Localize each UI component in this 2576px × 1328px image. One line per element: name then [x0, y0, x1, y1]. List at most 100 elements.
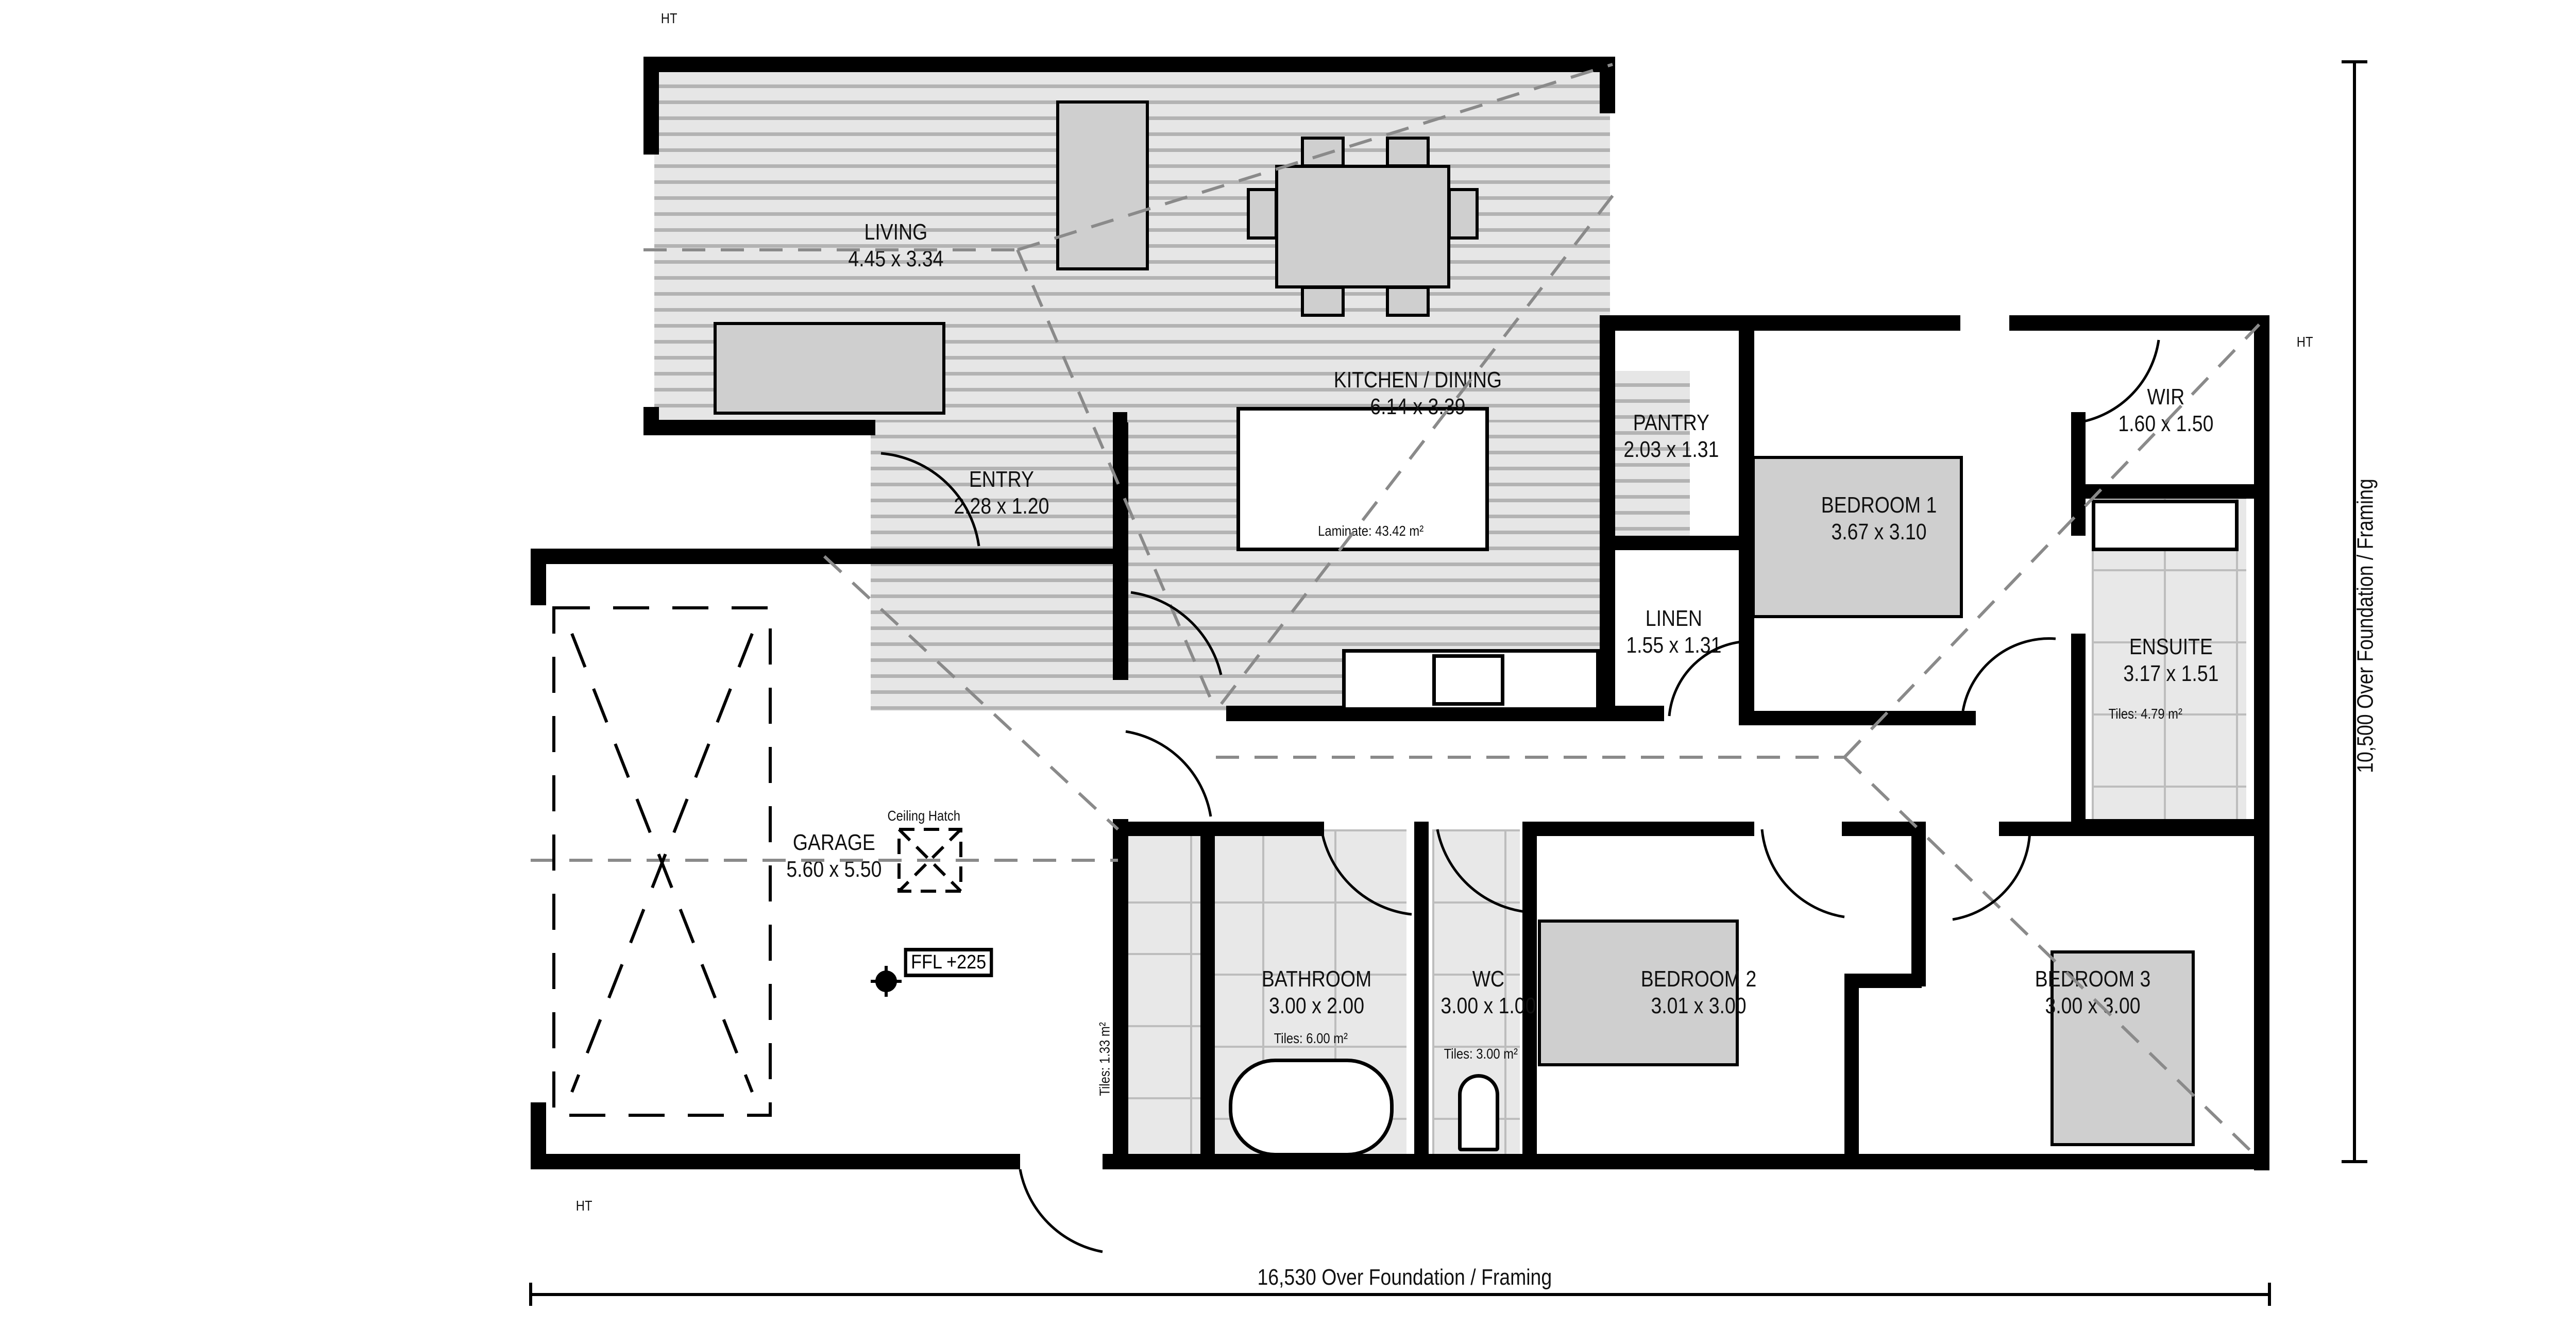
- room-size: 6.14 x 3.39: [1370, 394, 1466, 419]
- wall-bed2-bed3-divider: [1844, 974, 1859, 1169]
- bed-bedroom1: [1752, 456, 1963, 618]
- wall-living-left: [643, 57, 659, 155]
- bathroom-floor-note: Tiles: 6.00 m²: [1274, 1030, 1348, 1046]
- room-linen: LINEN 1.55 x 1.31: [1626, 605, 1721, 659]
- wall-bed1-bottom: [1739, 711, 1976, 725]
- toilet: [1458, 1074, 1499, 1151]
- cooktop: [1432, 654, 1504, 706]
- room-name: BEDROOM 1: [1821, 492, 1937, 518]
- dining-chair: [1386, 286, 1430, 317]
- dimension-line-horizontal: [531, 1293, 2269, 1296]
- ensuite-floor-note: Tiles: 4.79 m²: [2108, 706, 2182, 722]
- room-name: ENSUITE: [2129, 634, 2213, 659]
- room-pantry: PANTRY 2.03 x 1.31: [1623, 410, 1719, 463]
- room-size: 3.17 x 1.51: [2123, 661, 2219, 686]
- wall-bed2-top-right: [1842, 822, 1914, 836]
- dining-chair: [1301, 137, 1345, 167]
- floor-level-marker: [871, 966, 902, 997]
- wall-wir-left: [2071, 412, 2086, 536]
- room-name: GARAGE: [792, 830, 875, 855]
- door-swings: [880, 339, 2160, 1253]
- garage-door-outline: [552, 606, 772, 1117]
- room-wc: WC 3.00 x 1.00: [1440, 966, 1536, 1019]
- wall-robe-right: [1911, 822, 1926, 986]
- dimension-line-vertical: [2353, 62, 2356, 1162]
- room-name: ENTRY: [969, 467, 1034, 492]
- wall-ensuite-left: [2071, 634, 2086, 829]
- room-name: LINEN: [1645, 606, 1702, 631]
- wall-pantry-bottom: [1600, 536, 1754, 550]
- room-size: 1.60 x 1.50: [2118, 411, 2214, 436]
- wall-bed2-top: [1522, 822, 1754, 836]
- room-name: BATHROOM: [1261, 966, 1372, 992]
- wall-robe-divider: [1844, 974, 1922, 988]
- wall-wir-bottom: [2071, 484, 2262, 499]
- ceiling-hatch-icon: [897, 828, 962, 893]
- wall-right-exterior: [2254, 315, 2269, 1170]
- room-living: LIVING 4.45 x 3.34: [848, 219, 943, 273]
- wall-living-bottom: [643, 420, 875, 435]
- wall-bed1-top-right: [2009, 315, 2267, 331]
- kitchen-island: [1236, 407, 1489, 551]
- room-bedroom1: BEDROOM 1 3.67 x 3.10: [1821, 492, 1937, 546]
- wall-bath-wc-divider: [1414, 822, 1429, 1169]
- wall-bottom-exterior-right: [1103, 1154, 2269, 1169]
- vanity-double: [2092, 500, 2239, 551]
- pantry-floor: [1613, 371, 1690, 541]
- room-wir: WIR 1.60 x 1.50: [2118, 384, 2213, 437]
- kitchen-floor-note: Laminate: 43.42 m²: [1318, 523, 1424, 539]
- bed-bedroom3: [2050, 950, 2195, 1146]
- room-name: WIR: [2147, 384, 2185, 410]
- floor-level-tag: FFL +225: [904, 948, 993, 977]
- dining-chair: [1301, 286, 1345, 317]
- room-bedroom2: BEDROOM 2 3.01 x 3.00: [1641, 966, 1756, 1019]
- dining-chair: [1386, 137, 1430, 167]
- wall-bottom-exterior: [531, 1154, 1020, 1169]
- dimension-ticks: [529, 60, 2367, 1306]
- room-size: 3.67 x 3.10: [1831, 519, 1927, 544]
- room-ensuite: ENSUITE 3.17 x 1.51: [2123, 634, 2218, 687]
- wall-bed1-top: [1600, 315, 1960, 331]
- ceiling-hatch-label: Ceiling Hatch: [887, 808, 961, 824]
- bathtub: [1229, 1059, 1394, 1156]
- roof-lines: [531, 63, 2261, 1161]
- dimension-width-label: 16,530 Over Foundation / Framing: [1257, 1265, 1552, 1290]
- hot-tap-label-right: HT: [2296, 334, 2313, 350]
- wall-bathroom-left: [1200, 822, 1215, 1169]
- wall-bed3-top: [1999, 822, 2267, 836]
- room-name: BEDROOM 2: [1640, 966, 1757, 992]
- room-size: 3.01 x 3.00: [1651, 993, 1747, 1018]
- wall-kitchen-right: [1600, 315, 1615, 717]
- wall-wc-bed2-divider: [1522, 822, 1537, 1169]
- room-bedroom3: BEDROOM 3 3.00 x 3.00: [2035, 966, 2150, 1019]
- ensuite-floor: [2092, 497, 2246, 827]
- wall-living-top: [643, 57, 1615, 72]
- hot-tap-label-top: HT: [660, 10, 677, 26]
- sofa-living-vertical: [1056, 100, 1149, 270]
- hot-tap-label-bottom: HT: [575, 1198, 592, 1214]
- room-bathroom: BATHROOM 3.00 x 2.00: [1262, 966, 1371, 1019]
- room-size: 2.03 x 1.31: [1623, 437, 1719, 462]
- dining-chair: [1448, 188, 1479, 240]
- room-size: 3.00 x 3.00: [2045, 993, 2141, 1018]
- room-name: WC: [1472, 966, 1505, 992]
- room-name: BEDROOM 3: [2035, 966, 2151, 992]
- bed-bedroom2: [1538, 920, 1739, 1066]
- wall-garage-left-top: [531, 549, 546, 605]
- dining-table: [1275, 165, 1450, 288]
- room-name: LIVING: [864, 219, 928, 245]
- dining-chair: [1247, 188, 1278, 240]
- sofa-living-horizontal: [714, 322, 945, 415]
- room-name: PANTRY: [1633, 410, 1709, 435]
- room-entry: ENTRY 2.28 x 1.20: [954, 466, 1049, 520]
- room-size: 3.00 x 2.00: [1268, 993, 1365, 1018]
- wall-garage-right-lower: [1113, 819, 1128, 1169]
- room-size: 3.00 x 1.00: [1440, 993, 1536, 1018]
- wall-bathroom-top: [1113, 822, 1324, 836]
- wc-floor-note: Tiles: 3.00 m²: [1444, 1046, 1518, 1062]
- wall-hallway-left: [1113, 412, 1127, 680]
- room-name: KITCHEN / DINING: [1333, 367, 1502, 393]
- wall-living-right: [1600, 57, 1615, 113]
- room-kitchen: KITCHEN / DINING 6.14 x 3.39: [1334, 367, 1502, 420]
